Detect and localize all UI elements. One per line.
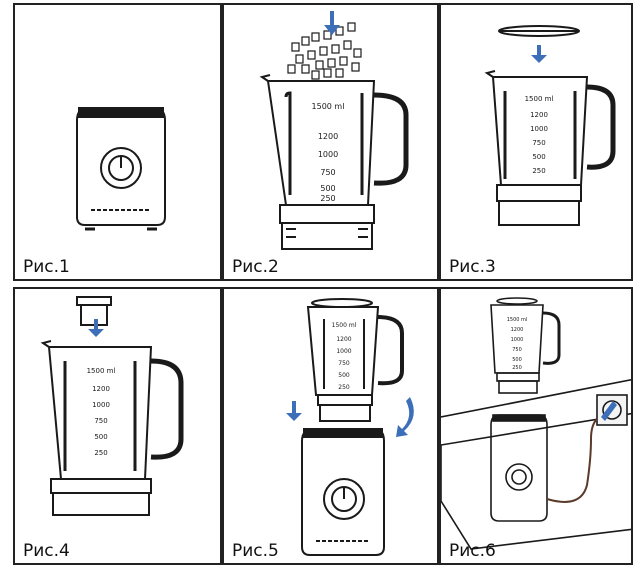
- figure-2: 1500 ml 1200 1000 750 500 250 Рис.2: [222, 3, 439, 281]
- mark-250-fig6: 250: [512, 365, 522, 371]
- mark-750: 750: [320, 168, 335, 177]
- mark-1000: 1000: [318, 150, 338, 159]
- mark-500-fig4: 500: [94, 433, 107, 441]
- mark-500-fig5: 500: [338, 372, 350, 379]
- mark-250-fig4: 250: [94, 449, 107, 457]
- mark-1200-fig5: 1200: [336, 336, 351, 343]
- blender-cap-illustration: 1500 ml 1200 1000 750 500 250: [40, 296, 184, 516]
- blender-lid-illustration: 1500 ml 1200 1000 750 500 250: [484, 25, 616, 226]
- mark-1500-fig6: 1500 ml: [507, 317, 528, 323]
- mark-750-fig4: 750: [94, 417, 107, 425]
- mark-1200-fig4: 1200: [92, 385, 110, 393]
- figure-6: 1500 ml 1200 1000 750 500 250 Рис.6: [439, 287, 633, 565]
- mark-750-fig6: 750: [512, 347, 522, 353]
- mark-1500-fig3: 1500 ml: [525, 95, 554, 103]
- mark-1200: 1200: [318, 132, 338, 141]
- blender-plugged-illustration: 1500 ml 1200 1000 750 500 250: [441, 297, 631, 550]
- mark-1000-fig6: 1000: [511, 337, 524, 343]
- mark-750-fig5: 750: [338, 360, 350, 367]
- mark-500: 500: [320, 184, 335, 193]
- blender-mount-illustration: 1500 ml 1200 1000 750 500 250: [286, 298, 414, 556]
- dial-icon-fig5: [323, 478, 365, 520]
- caption-fig1: Рис.1: [23, 257, 70, 277]
- mark-500-fig6: 500: [512, 357, 522, 363]
- figure-1: Рис.1: [13, 3, 222, 281]
- mark-250: 250: [320, 194, 335, 203]
- caption-fig4: Рис.4: [23, 541, 70, 561]
- mark-1500-fig4: 1500 ml: [87, 367, 116, 375]
- dial-icon: [100, 147, 142, 189]
- mark-1000-fig5: 1000: [336, 348, 351, 355]
- mark-1000-fig4: 1000: [92, 401, 110, 409]
- blender-jug-filling-illustration: 1500 ml 1200 1000 750 500 250: [259, 11, 409, 250]
- mark-750-fig3: 750: [532, 139, 545, 147]
- figure-3: 1500 ml 1200 1000 750 500 250 Рис.3: [439, 3, 633, 281]
- blender-base-illustration: [76, 107, 166, 231]
- mark-1200-fig6: 1200: [511, 327, 524, 333]
- mark-1500-fig5: 1500 ml: [332, 322, 357, 329]
- mark-1500: 1500 ml: [312, 102, 345, 111]
- mark-250-fig5: 250: [338, 384, 350, 391]
- caption-fig6: Рис.6: [449, 541, 496, 561]
- caption-fig3: Рис.3: [449, 257, 496, 277]
- mark-1000-fig3: 1000: [530, 125, 548, 133]
- figure-5: 1500 ml 1200 1000 750 500 250 Рис.5: [222, 287, 439, 565]
- figure-4: 1500 ml 1200 1000 750 500 250 Рис.4: [13, 287, 222, 565]
- caption-fig2: Рис.2: [232, 257, 279, 277]
- mark-1200-fig3: 1200: [530, 111, 548, 119]
- caption-fig5: Рис.5: [232, 541, 279, 561]
- mark-250-fig3: 250: [532, 167, 545, 175]
- mark-500-fig3: 500: [532, 153, 545, 161]
